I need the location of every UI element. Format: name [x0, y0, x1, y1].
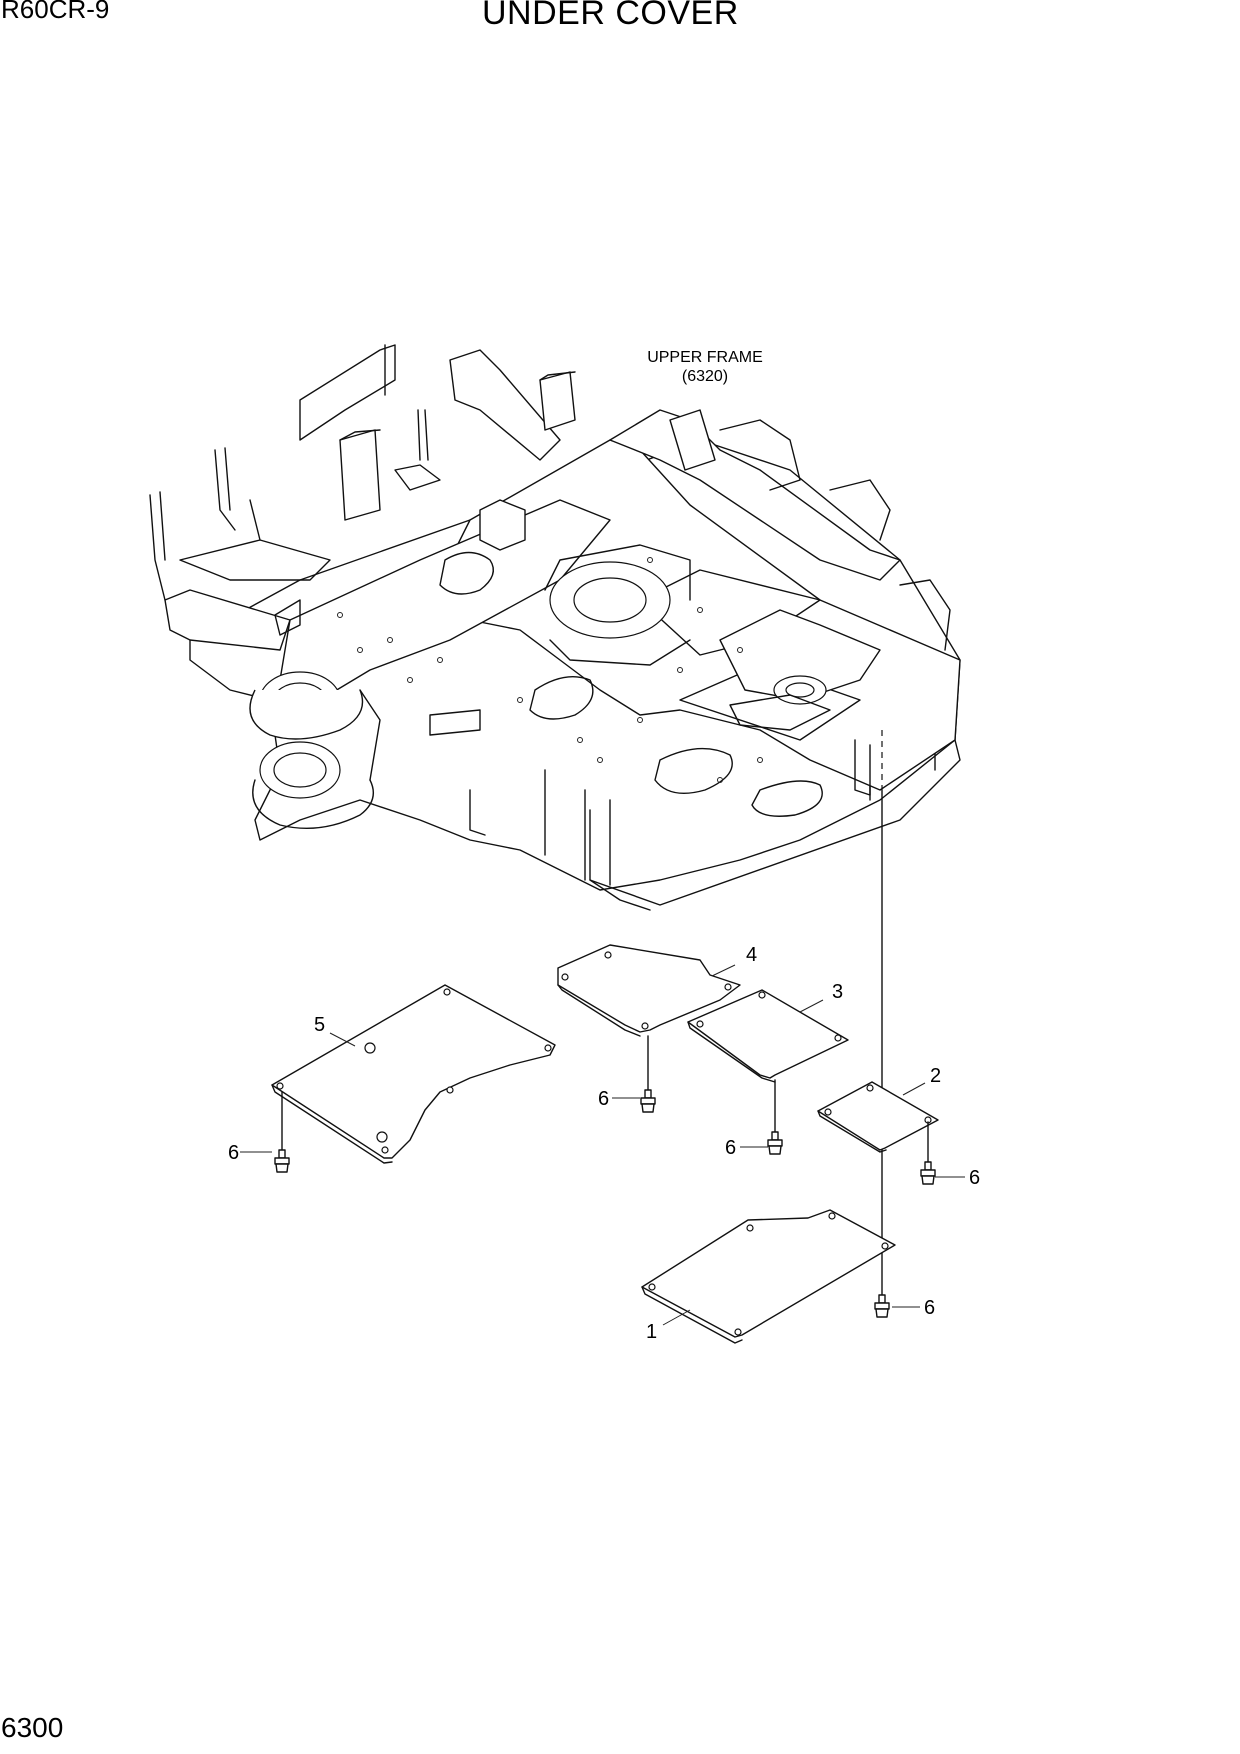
page-number: 6300 — [1, 1712, 64, 1743]
callout-bolt-b: 6 — [598, 1088, 609, 1110]
callout-part-3: 3 — [832, 981, 843, 1003]
callout-bolt-e: 6 — [924, 1297, 935, 1319]
callout-leaders — [240, 964, 965, 1326]
bolt-icon-c — [767, 1131, 783, 1155]
cover-plate-4 — [557, 944, 741, 1091]
page-title: UNDER COVER — [482, 0, 739, 32]
callout-part-5: 5 — [314, 1014, 325, 1036]
bolt-icon-a — [274, 1149, 290, 1173]
callout-bolt-c: 6 — [725, 1137, 736, 1159]
reference-label-line2: (6320) — [682, 368, 728, 385]
model-code: R60CR-9 — [1, 0, 110, 24]
callout-bolt-d: 6 — [969, 1167, 980, 1189]
upper-frame — [149, 344, 961, 911]
callout-bolt-a: 6 — [228, 1142, 239, 1164]
bolt-icon-b — [640, 1089, 656, 1113]
cover-plate-3 — [687, 989, 849, 1133]
cover-plate-1 — [641, 1209, 896, 1344]
reference-label-line1: UPPER FRAME — [647, 349, 763, 366]
cover-plate-2 — [817, 1081, 939, 1163]
callout-part-1: 1 — [646, 1321, 657, 1343]
callout-part-2: 2 — [930, 1065, 941, 1087]
bolt-icon-d — [920, 1161, 936, 1185]
callout-part-4: 4 — [746, 944, 757, 966]
bolt-icon-e — [874, 1294, 890, 1318]
cover-plate-5 — [271, 984, 556, 1164]
